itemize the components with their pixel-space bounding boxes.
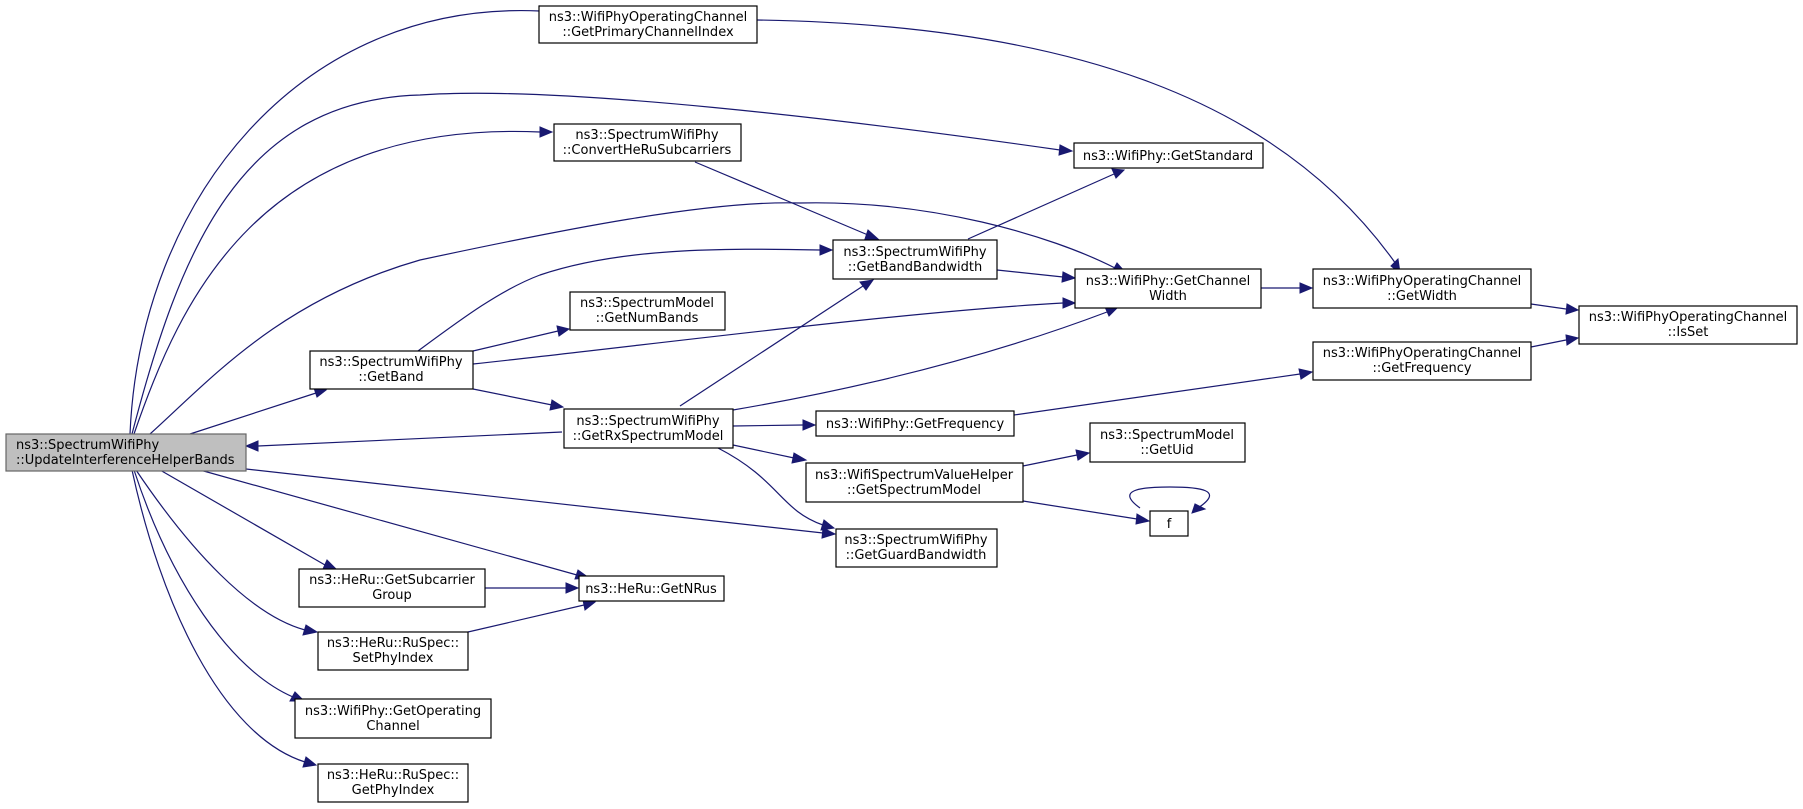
edge-root-to-getStandard <box>131 92 1074 435</box>
svg-text:ns3::SpectrumWifiPhy: ns3::SpectrumWifiPhy <box>844 533 987 548</box>
svg-text:::GetBandBandwidth: ::GetBandBandwidth <box>848 260 983 275</box>
edge-getRxSpectrumModel-to-getGuardBandwidth <box>717 447 836 531</box>
node-is-set[interactable]: ns3::WifiPhyOperatingChannel ::IsSet <box>1578 305 1798 345</box>
edge-getChannelWidth-to-getWidth <box>1261 282 1314 294</box>
svg-text:f: f <box>1167 517 1172 532</box>
svg-text:::IsSet: ::IsSet <box>1668 325 1709 340</box>
call-edges <box>129 5 1580 768</box>
node-get-band[interactable]: ns3::SpectrumWifiPhy ::GetBand <box>309 350 474 390</box>
node-get-primary-channel-index[interactable]: ns3::WifiPhyOperatingChannel ::GetPrimar… <box>538 5 758 44</box>
edge-getBandBandwidth-to-getStandard <box>967 168 1126 240</box>
node-get-channel-width[interactable]: ns3::WifiPhy::GetChannel Width <box>1074 268 1262 309</box>
node-get-width[interactable]: ns3::WifiPhyOperatingChannel ::GetWidth <box>1312 268 1532 309</box>
svg-text:Channel: Channel <box>366 719 419 734</box>
node-update-interference-helper-bands[interactable]: ns3::SpectrumWifiPhy ::UpdateInterferenc… <box>5 433 247 472</box>
svg-text:::GetFrequency: ::GetFrequency <box>1372 361 1471 376</box>
edge-root-to-getNRus <box>199 469 591 580</box>
svg-text:ns3::SpectrumWifiPhy: ns3::SpectrumWifiPhy <box>843 245 986 260</box>
svg-text:ns3::SpectrumModel: ns3::SpectrumModel <box>1100 428 1234 443</box>
svg-text:ns3::WifiPhy::GetChannel: ns3::WifiPhy::GetChannel <box>1086 274 1251 289</box>
edge-getSpectrumModel-to-getUid <box>1022 449 1091 467</box>
node-get-uid[interactable]: ns3::SpectrumModel ::GetUid <box>1089 422 1246 463</box>
edge-getRxSpectrumModel-to-getBandBandwidth <box>679 279 875 407</box>
node-get-subcarrier-group[interactable]: ns3::HeRu::GetSubcarrier Group <box>298 568 486 608</box>
svg-text:::GetNumBands: ::GetNumBands <box>596 311 699 326</box>
svg-text:::GetSpectrumModel: ::GetSpectrumModel <box>847 483 981 498</box>
svg-text:SetPhyIndex: SetPhyIndex <box>353 651 434 666</box>
svg-text:ns3::WifiPhyOperatingChannel: ns3::WifiPhyOperatingChannel <box>1323 274 1522 289</box>
svg-text:ns3::HeRu::GetNRus: ns3::HeRu::GetNRus <box>585 582 717 597</box>
edge-getBand-to-getNumBands <box>472 325 571 352</box>
call-nodes: ns3::SpectrumWifiPhy ::UpdateInterferenc… <box>5 5 1798 803</box>
node-get-band-bandwidth[interactable]: ns3::SpectrumWifiPhy ::GetBandBandwidth <box>832 239 998 280</box>
svg-text:ns3::HeRu::GetSubcarrier: ns3::HeRu::GetSubcarrier <box>309 573 475 588</box>
edge-getRxSpectrumModel-to-getChannelWidth <box>732 306 1119 411</box>
edge-convertHeRu-to-getBandBandwidth <box>694 161 880 240</box>
svg-text:::ConvertHeRuSubcarriers: ::ConvertHeRuSubcarriers <box>563 143 732 158</box>
svg-text:ns3::SpectrumWifiPhy: ns3::SpectrumWifiPhy <box>319 355 462 370</box>
node-get-rx-spectrum-model[interactable]: ns3::SpectrumWifiPhy ::GetRxSpectrumMode… <box>563 408 734 449</box>
node-get-operating-channel[interactable]: ns3::WifiPhy::GetOperating Channel <box>294 698 492 739</box>
node-get-oc-frequency[interactable]: ns3::WifiPhyOperatingChannel ::GetFreque… <box>1312 341 1532 381</box>
edge-getBand-to-getRxSpectrumModel <box>472 388 565 411</box>
edge-setPhyIndex-to-getNRus <box>467 599 597 633</box>
svg-text:ns3::WifiPhyOperatingChannel: ns3::WifiPhyOperatingChannel <box>549 10 748 25</box>
svg-text:ns3::WifiSpectrumValueHelper: ns3::WifiSpectrumValueHelper <box>815 468 1014 483</box>
node-get-standard[interactable]: ns3::WifiPhy::GetStandard <box>1073 142 1264 169</box>
node-get-phy-frequency[interactable]: ns3::WifiPhy::GetFrequency <box>815 410 1015 437</box>
edge-getRxSpectrumModel-to-getSpectrumModel <box>732 444 808 464</box>
node-convert-he-ru-subcarriers[interactable]: ns3::SpectrumWifiPhy ::ConvertHeRuSubcar… <box>553 123 742 162</box>
edge-getSpectrumModel-to-f <box>1022 500 1151 525</box>
node-set-phy-index[interactable]: ns3::HeRu::RuSpec:: SetPhyIndex <box>317 631 469 671</box>
svg-text:ns3::SpectrumModel: ns3::SpectrumModel <box>580 296 714 311</box>
svg-text:ns3::WifiPhy::GetStandard: ns3::WifiPhy::GetStandard <box>1083 149 1253 164</box>
svg-text:::GetPrimaryChannelIndex: ::GetPrimaryChannelIndex <box>562 25 734 40</box>
edge-root-to-getGuardBandwidth <box>245 468 837 539</box>
svg-text:::GetBand: ::GetBand <box>358 370 423 385</box>
svg-text:ns3::SpectrumWifiPhy: ns3::SpectrumWifiPhy <box>576 414 719 429</box>
svg-text:Width: Width <box>1149 289 1187 304</box>
edge-root-to-getSubcarrierGroup <box>159 469 338 570</box>
node-get-spectrum-model[interactable]: ns3::WifiSpectrumValueHelper ::GetSpectr… <box>805 462 1024 503</box>
svg-text:::GetGuardBandwidth: ::GetGuardBandwidth <box>846 548 987 563</box>
svg-text:GetPhyIndex: GetPhyIndex <box>352 783 435 798</box>
svg-text:ns3::HeRu::RuSpec::: ns3::HeRu::RuSpec:: <box>327 636 459 651</box>
edge-f-to-f <box>1129 486 1211 514</box>
svg-text:ns3::HeRu::RuSpec::: ns3::HeRu::RuSpec:: <box>327 768 459 783</box>
edge-root-to-setPhyIndex <box>135 469 319 636</box>
svg-text:::GetRxSpectrumModel: ::GetRxSpectrumModel <box>573 429 724 444</box>
svg-text:Group: Group <box>372 588 412 603</box>
svg-text:ns3::SpectrumWifiPhy: ns3::SpectrumWifiPhy <box>575 128 718 143</box>
svg-text:ns3::WifiPhyOperatingChannel: ns3::WifiPhyOperatingChannel <box>1323 346 1522 361</box>
edge-root-to-convertHeRu <box>133 126 554 435</box>
svg-text:::GetUid: ::GetUid <box>1140 443 1193 458</box>
svg-text:::GetWidth: ::GetWidth <box>1387 289 1457 304</box>
node-get-num-bands[interactable]: ns3::SpectrumModel ::GetNumBands <box>569 291 726 331</box>
edge-root-to-getBand <box>189 387 328 435</box>
node-f[interactable]: f <box>1149 510 1189 537</box>
node-get-guard-bandwidth[interactable]: ns3::SpectrumWifiPhy ::GetGuardBandwidth <box>835 528 998 568</box>
node-get-phy-index[interactable]: ns3::HeRu::RuSpec:: GetPhyIndex <box>317 763 469 803</box>
edge-getOcFrequency-to-isSet <box>1530 334 1580 348</box>
edge-getRxSpectrumModel-to-root <box>244 431 563 452</box>
edge-getBandBandwidth-to-getChannelWidth <box>996 269 1077 283</box>
edge-getWidth-to-isSet <box>1530 303 1580 315</box>
svg-text:ns3::SpectrumWifiPhy: ns3::SpectrumWifiPhy <box>16 438 159 453</box>
edge-getBand-to-getChannelWidth <box>472 297 1077 365</box>
svg-text:ns3::WifiPhyOperatingChannel: ns3::WifiPhyOperatingChannel <box>1589 310 1788 325</box>
edge-getSubcarrierGroup-to-getNRus <box>485 582 580 594</box>
edge-getPhyFrequency-to-getOcFrequency <box>1013 368 1314 416</box>
edge-getBand-to-getBandBandwidth <box>417 244 834 352</box>
svg-text:ns3::WifiPhy::GetFrequency: ns3::WifiPhy::GetFrequency <box>826 417 1005 432</box>
node-get-n-rus[interactable]: ns3::HeRu::GetNRus <box>578 575 725 602</box>
svg-text:::UpdateInterferenceHelperBand: ::UpdateInterferenceHelperBands <box>16 453 235 468</box>
svg-text:ns3::WifiPhy::GetOperating: ns3::WifiPhy::GetOperating <box>305 704 481 719</box>
edge-getRxSpectrumModel-to-getPhyFrequency <box>732 419 817 431</box>
edge-root-to-getPhyIndex <box>131 469 318 768</box>
